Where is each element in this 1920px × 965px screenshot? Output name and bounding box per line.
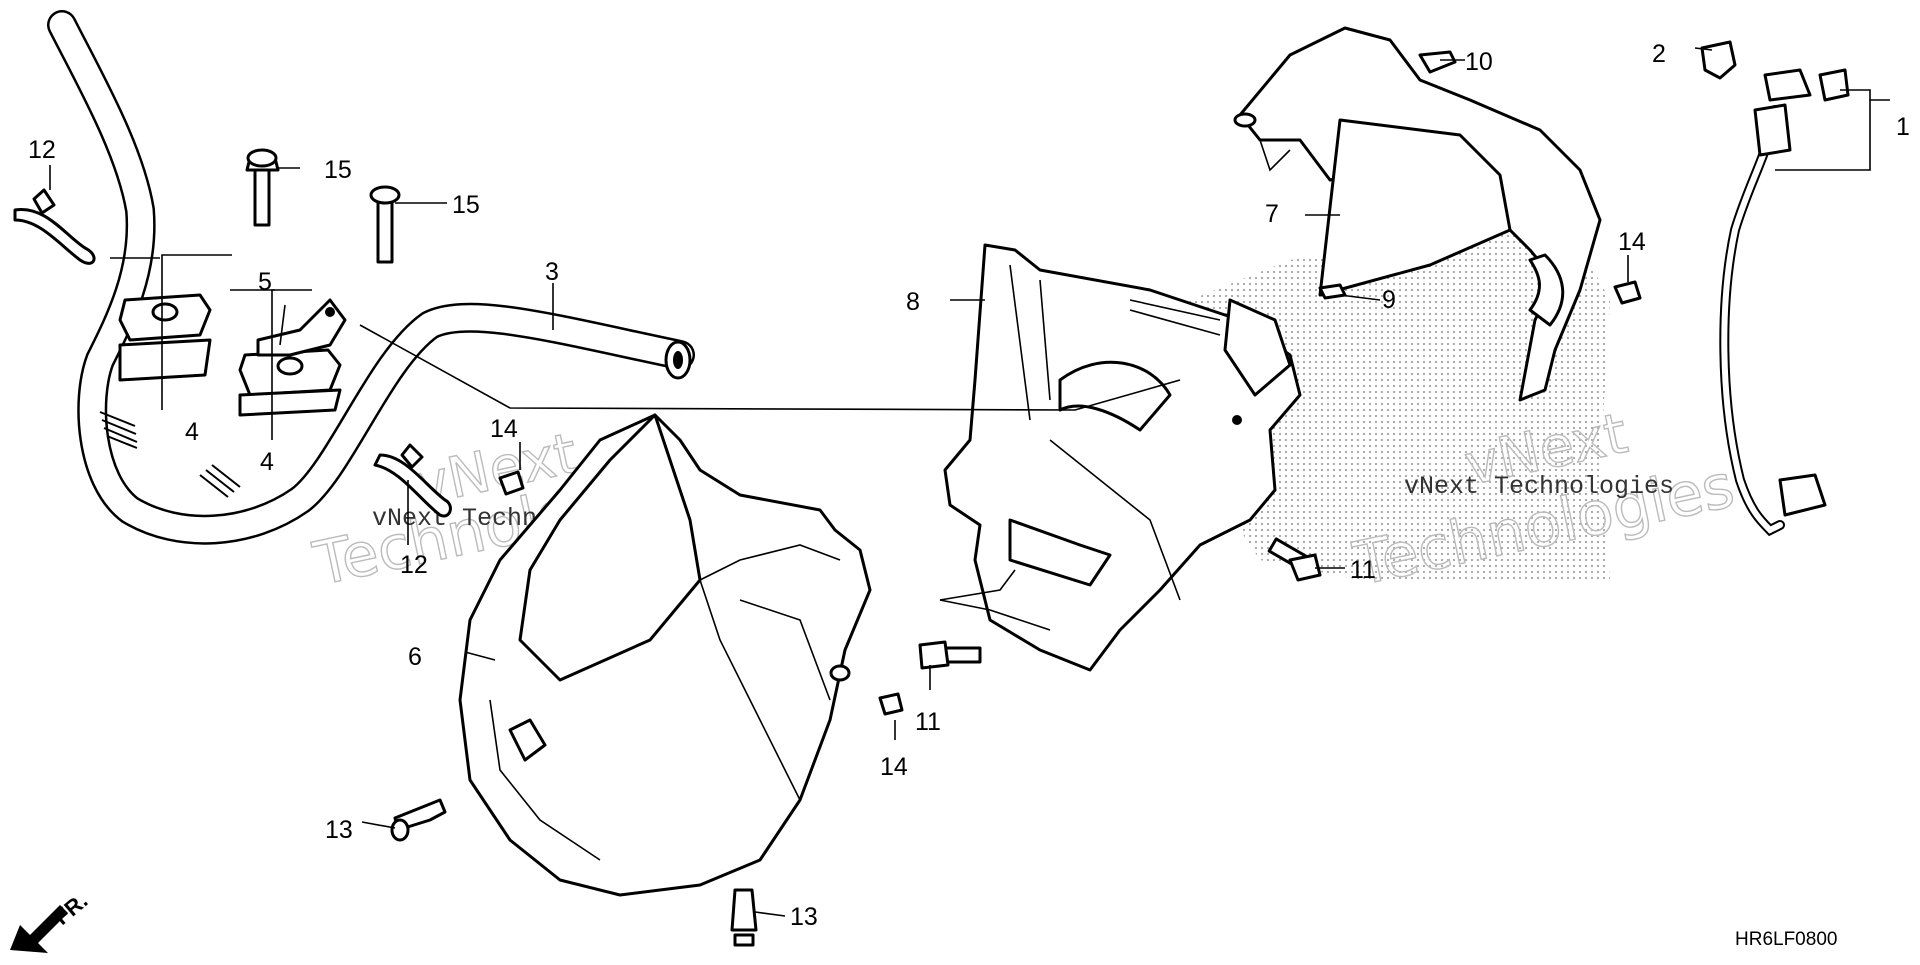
callout-4-right: 4 xyxy=(260,448,274,476)
callout-2: 2 xyxy=(1652,40,1666,68)
clip-10 xyxy=(1418,50,1457,74)
callout-15-left: 15 xyxy=(324,156,352,184)
front-direction-arrow: FR. xyxy=(10,888,92,953)
callout-11-right: 11 xyxy=(1350,556,1376,584)
watermark-text-right: vNext Technologies xyxy=(1404,472,1674,501)
callout-13-left: 13 xyxy=(325,816,353,844)
clip-13-left xyxy=(390,798,447,842)
clip-2 xyxy=(1700,40,1737,80)
callout-7: 7 xyxy=(1265,200,1279,228)
callout-14-right: 14 xyxy=(1618,228,1646,256)
callout-9: 9 xyxy=(1382,286,1396,314)
callout-11-lower: 11 xyxy=(915,708,941,736)
visor xyxy=(1233,26,1602,402)
nut-9 xyxy=(1318,283,1347,300)
callout-12-upper: 12 xyxy=(28,136,56,164)
screw-14-right xyxy=(1613,280,1642,305)
callout-14-lower: 14 xyxy=(880,753,908,781)
bolt-11-lower xyxy=(918,640,982,670)
front-cowl xyxy=(458,413,872,897)
callout-3: 3 xyxy=(545,258,559,286)
bolt-15-right xyxy=(369,185,401,264)
callout-12-lower: 12 xyxy=(400,551,428,579)
callout-5: 5 xyxy=(258,268,272,296)
headlight-case xyxy=(943,243,1302,672)
callout-6: 6 xyxy=(408,643,422,671)
callout-14-left: 14 xyxy=(490,415,518,443)
callout-labels: 1 2 3 4 4 5 6 7 8 9 10 11 11 12 12 13 13… xyxy=(28,40,1910,931)
callout-13-bottom: 13 xyxy=(790,903,818,931)
clip-13-bottom xyxy=(730,888,758,947)
handlebar-holder-left xyxy=(118,293,212,382)
callout-8: 8 xyxy=(906,288,920,316)
bolt-15-left xyxy=(245,148,280,227)
wire-harness-1 xyxy=(1719,68,1850,537)
screw-14-left xyxy=(498,470,525,496)
bolt-11-right xyxy=(1267,537,1322,582)
leader-lines xyxy=(49,47,1890,917)
screw-14-lower xyxy=(878,692,904,716)
clamp-band-upper xyxy=(13,188,96,265)
diagram-code: HR6LF0800 xyxy=(1735,929,1837,950)
handlebar-holder-right xyxy=(238,348,342,417)
callout-1: 1 xyxy=(1896,113,1910,141)
callout-4-left: 4 xyxy=(185,418,199,446)
callout-15-right: 15 xyxy=(452,191,480,219)
callout-10: 10 xyxy=(1465,48,1493,76)
handlebar xyxy=(47,10,695,545)
